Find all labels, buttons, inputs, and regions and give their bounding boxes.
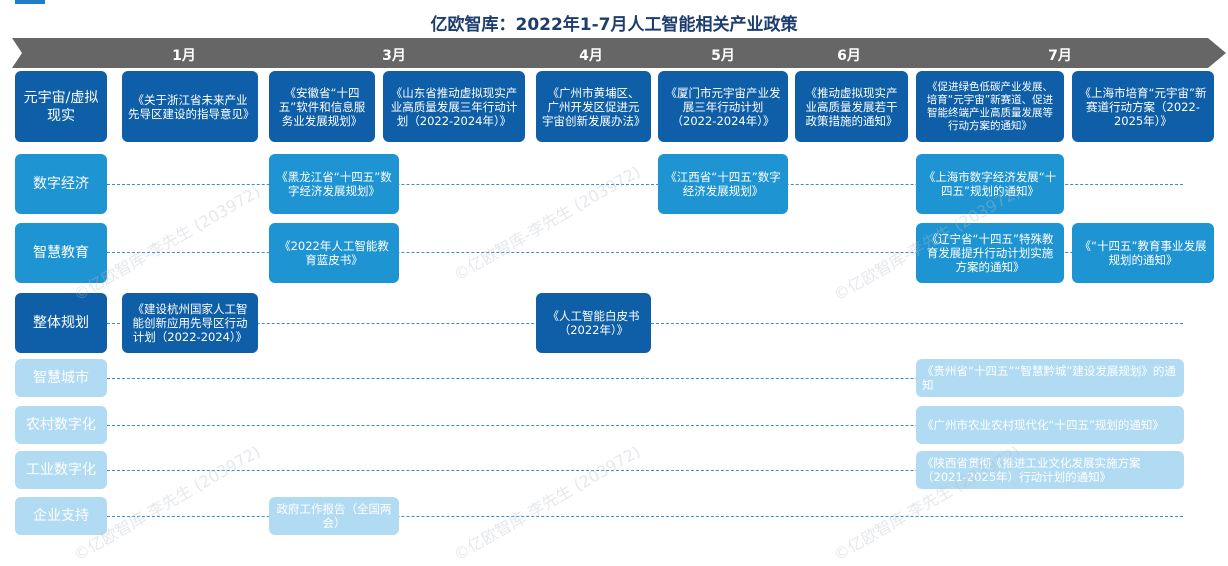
category-metaverse-vr: 元宇宙/虚拟现实 bbox=[15, 71, 107, 142]
month-jul: 7月 bbox=[1048, 48, 1072, 64]
category-digital-economy: 数字经济 bbox=[15, 154, 107, 214]
policy-card: 《建设杭州国家人工智能创新应用先导区行动计划（2022-2024）》 bbox=[122, 293, 258, 353]
policy-card: 《山东省推动虚拟现实产业高质量发展三年行动计划（2022-2024年）》 bbox=[383, 71, 525, 142]
month-mar: 3月 bbox=[382, 48, 406, 64]
policy-card: 《厦门市元宇宙产业发展三年行动计划（2022-2024年）》 bbox=[658, 71, 788, 142]
policy-card: 《广州市农业农村现代化“十四五”规划的通知》 bbox=[916, 406, 1184, 444]
policy-card: 《黑龙江省“十四五”数字经济发展规划》 bbox=[269, 154, 399, 214]
policy-card: 《广州市黄埔区、广州开发区促进元宇宙创新发展办法》 bbox=[536, 71, 651, 142]
page-title: 亿欧智库：2022年1-7月人工智能相关产业政策 bbox=[430, 15, 798, 35]
category-rural-digital: 农村数字化 bbox=[15, 406, 107, 444]
category-industrial-digital: 工业数字化 bbox=[15, 451, 107, 489]
row-guide-smart-city bbox=[107, 378, 1183, 379]
category-smart-education: 智慧教育 bbox=[15, 223, 107, 283]
month-may: 5月 bbox=[711, 48, 735, 64]
policy-card: 《关于浙江省未来产业先导区建设的指导意见》 bbox=[122, 71, 258, 142]
policy-card: 《上海市培育“元宇宙”新赛道行动方案（2022-2025年）》 bbox=[1072, 71, 1214, 142]
category-enterprise-support: 企业支持 bbox=[15, 497, 107, 535]
category-overall-planning: 整体规划 bbox=[15, 293, 107, 353]
policy-card: 《陕西省贯彻《推进工业文化发展实施方案（2021-2025年）行动计划的通知》 bbox=[916, 451, 1184, 489]
policy-card: 《辽宁省“十四五”特殊教育发展提升行动计划实施方案的通知》 bbox=[916, 223, 1064, 283]
policy-card: 《贵州省“十四五”“智慧黔城”建设发展规划》的通知 bbox=[916, 359, 1184, 397]
row-guide-enterprise-support bbox=[107, 516, 1183, 517]
row-guide-rural-digital bbox=[107, 425, 1183, 426]
policy-card: 《安徽省“十四五”软件和信息服务业发展规划》 bbox=[269, 71, 375, 142]
policy-card: 《人工智能白皮书（2022年）》 bbox=[536, 293, 651, 353]
policy-card: 《2022年人工智能教育蓝皮书》 bbox=[269, 223, 399, 283]
policy-card: 《“十四五”教育事业发展规划的通知》 bbox=[1072, 223, 1214, 283]
policy-card: 《推动虚拟现实产业高质量发展若干政策措施的通知》 bbox=[795, 71, 908, 142]
month-jan: 1月 bbox=[172, 48, 196, 64]
policy-card: 《上海市数字经济发展“十四五”规划的通知》 bbox=[916, 154, 1064, 214]
timeline-arrow bbox=[12, 38, 1226, 68]
category-smart-city: 智慧城市 bbox=[15, 359, 107, 397]
watermark: ©亿欧智库-李先生 (203972) bbox=[450, 441, 644, 565]
policy-card: 《促进绿色低碳产业发展、培育“元宇宙”新赛道、促进智能终端产业高质量发展等行动方… bbox=[916, 71, 1064, 142]
row-guide-smart-education bbox=[107, 252, 1183, 253]
brand-logo-bar bbox=[15, 0, 45, 4]
month-jun: 6月 bbox=[837, 48, 861, 64]
row-guide-industrial-digital bbox=[107, 470, 1183, 471]
policy-card: 《江西省“十四五”数字经济发展规划》 bbox=[658, 154, 788, 214]
row-guide-digital-economy bbox=[107, 184, 1183, 185]
month-apr: 4月 bbox=[579, 48, 603, 64]
policy-card: 政府工作报告（全国两会） bbox=[269, 497, 399, 535]
watermark: ©亿欧智库-李先生 (203972) bbox=[450, 161, 644, 285]
